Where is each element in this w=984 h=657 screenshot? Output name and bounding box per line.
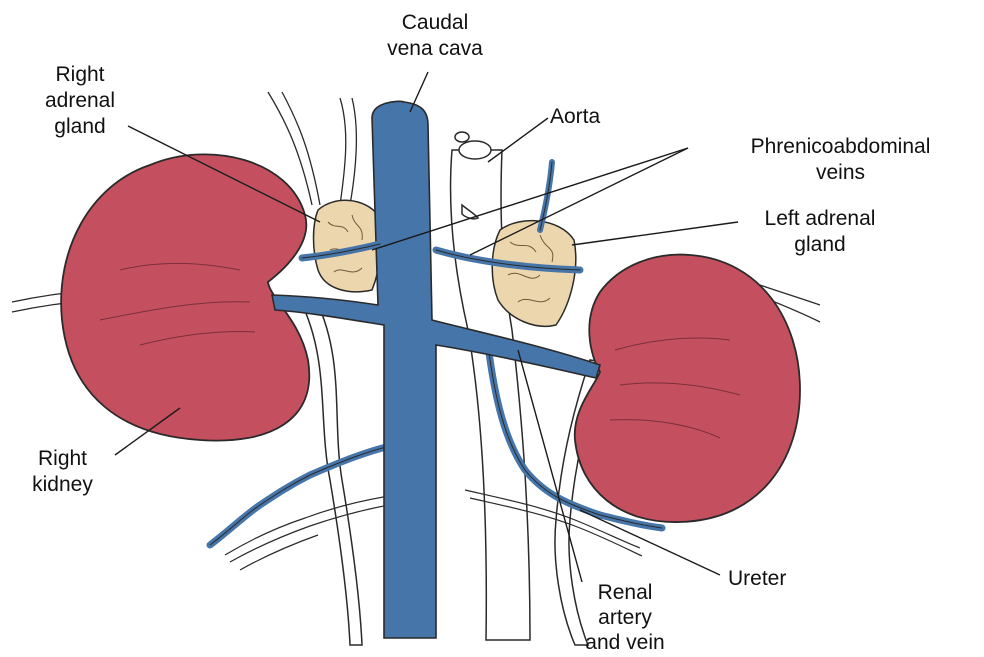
- label-phrenicoabdominal-veins: Phrenicoabdominal veins: [698, 134, 983, 186]
- label-ureter: Ureter: [728, 566, 786, 592]
- leader-left-adrenal: [572, 222, 738, 245]
- label-renal-artery-and-vein: Renal artery and vein: [560, 580, 690, 655]
- leader-aorta: [488, 118, 548, 162]
- label-left-adrenal-gland: Left adrenal gland: [740, 206, 900, 258]
- label-right-kidney: Right kidney: [20, 446, 105, 498]
- label-aorta: Aorta: [550, 104, 600, 130]
- label-caudal-vena-cava: Caudal vena cava: [370, 10, 500, 62]
- leader-phrenico-2: [470, 148, 688, 255]
- left-kidney: [575, 255, 800, 523]
- aorta: [451, 132, 530, 640]
- label-right-adrenal-gland: Right adrenal gland: [30, 62, 130, 140]
